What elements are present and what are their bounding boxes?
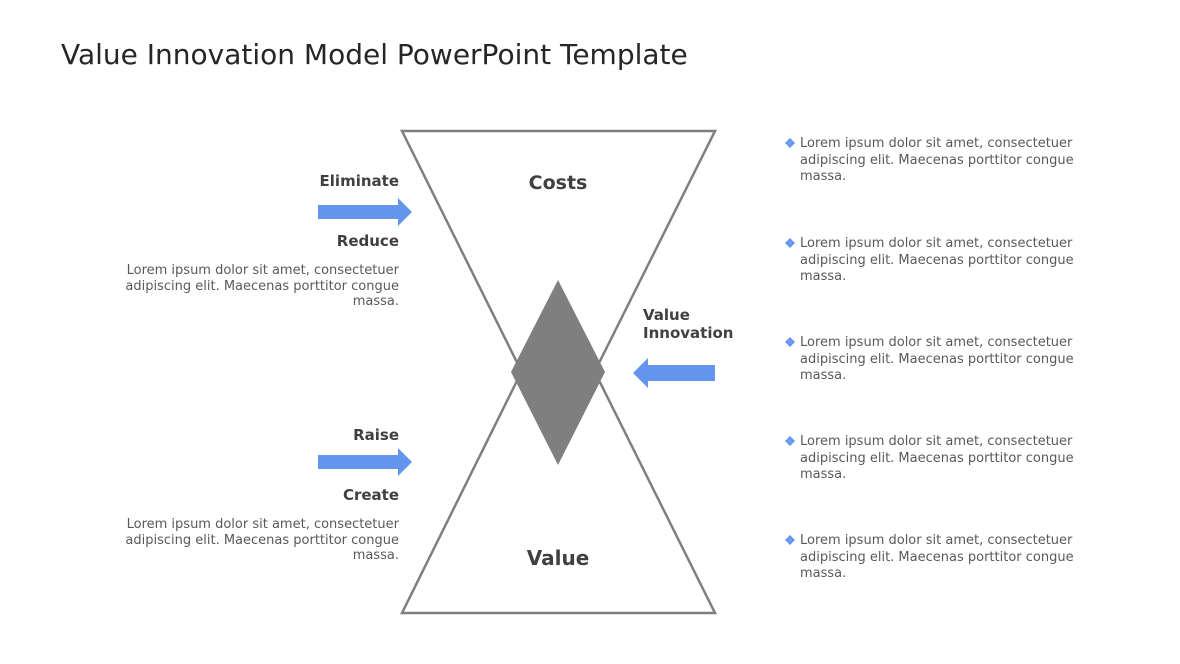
value-innovation-line1: Value: [643, 306, 690, 324]
value-label: Value: [526, 546, 590, 570]
bullet-text: Lorem ipsum dolor sit amet, consectetuer…: [800, 434, 1074, 482]
bullet-text: Lorem ipsum dolor sit amet, consectetuer…: [800, 136, 1074, 184]
eliminate-reduce-arrow: [318, 198, 412, 226]
diamond-bullet-icon: [785, 337, 795, 347]
value-innovation-arrow: [633, 358, 715, 388]
bullet-text: Lorem ipsum dolor sit amet, consectetuer…: [800, 236, 1074, 284]
value-innovation-diamond: [511, 280, 605, 465]
reduce-label: Reduce: [336, 232, 399, 250]
costs-label: Costs: [528, 172, 588, 194]
diamond-bullet-icon: [785, 238, 795, 248]
diamond-bullet-icon: [785, 138, 795, 148]
bullet-text: Lorem ipsum dolor sit amet, consectetuer…: [800, 533, 1074, 581]
raise-label: Raise: [353, 426, 399, 444]
create-label: Create: [342, 486, 399, 504]
diamond-bullet-icon: [785, 436, 795, 446]
bullet-text: Lorem ipsum dolor sit amet, consectetuer…: [800, 335, 1074, 383]
left-bottom-text: Lorem ipsum dolor sit amet, consectetuer…: [125, 517, 399, 563]
value-innovation-label: Value Innovation: [643, 306, 733, 342]
bullet-item: Lorem ipsum dolor sit amet, consectetuer…: [785, 236, 1095, 286]
eliminate-label: Eliminate: [319, 172, 399, 190]
slide-title: Value Innovation Model PowerPoint Templa…: [61, 38, 688, 71]
raise-create-arrow: [318, 448, 412, 476]
left-top-text: Lorem ipsum dolor sit amet, consectetuer…: [125, 263, 399, 309]
bullet-item: Lorem ipsum dolor sit amet, consectetuer…: [785, 434, 1095, 484]
bullet-item: Lorem ipsum dolor sit amet, consectetuer…: [785, 136, 1095, 186]
value-innovation-line2: Innovation: [643, 324, 734, 342]
bullet-item: Lorem ipsum dolor sit amet, consectetuer…: [785, 533, 1095, 583]
bullet-item: Lorem ipsum dolor sit amet, consectetuer…: [785, 335, 1095, 385]
diamond-bullet-icon: [785, 535, 795, 545]
